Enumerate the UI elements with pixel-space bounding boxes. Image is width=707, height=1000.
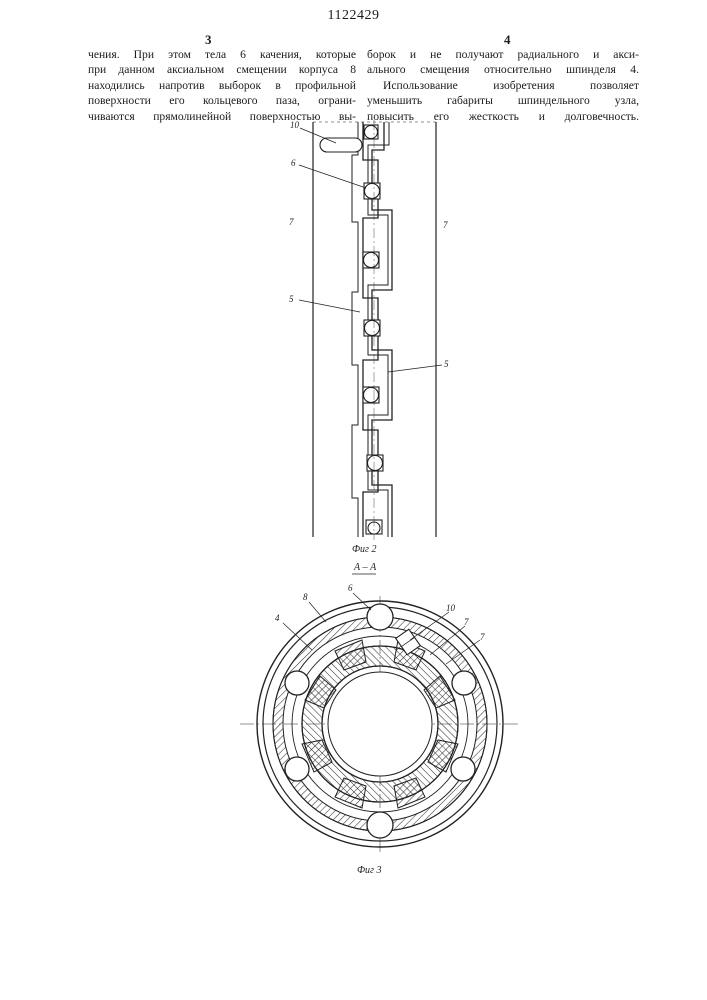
fig3-label-8: 8 [303,592,308,602]
fig3-label-4: 4 [275,613,280,623]
fig3-caption: Фиг 3 [357,865,381,876]
figure-3: А – А [240,562,520,876]
fig2-label-7-right: 7 [443,220,448,230]
fig2-label-7-left: 7 [289,217,294,227]
fig2-label-5-right: 5 [444,359,449,369]
fig3-label-7a: 7 [464,617,469,627]
fig2-caption: Фиг 2 [352,544,376,555]
section-label: А – А [353,562,377,573]
fig3-label-6: 6 [348,583,353,593]
fig3-label-7b: 7 [480,632,485,642]
pin-10 [320,138,362,152]
fig2-balls [363,125,383,534]
fig2-label-6: 6 [291,158,296,168]
fig3-label-10: 10 [446,603,456,613]
figure-2: 10 6 7 7 5 5 Фиг 2 [289,120,449,555]
fig2-label-10: 10 [290,120,300,130]
fig2-label-5-left: 5 [289,294,294,304]
